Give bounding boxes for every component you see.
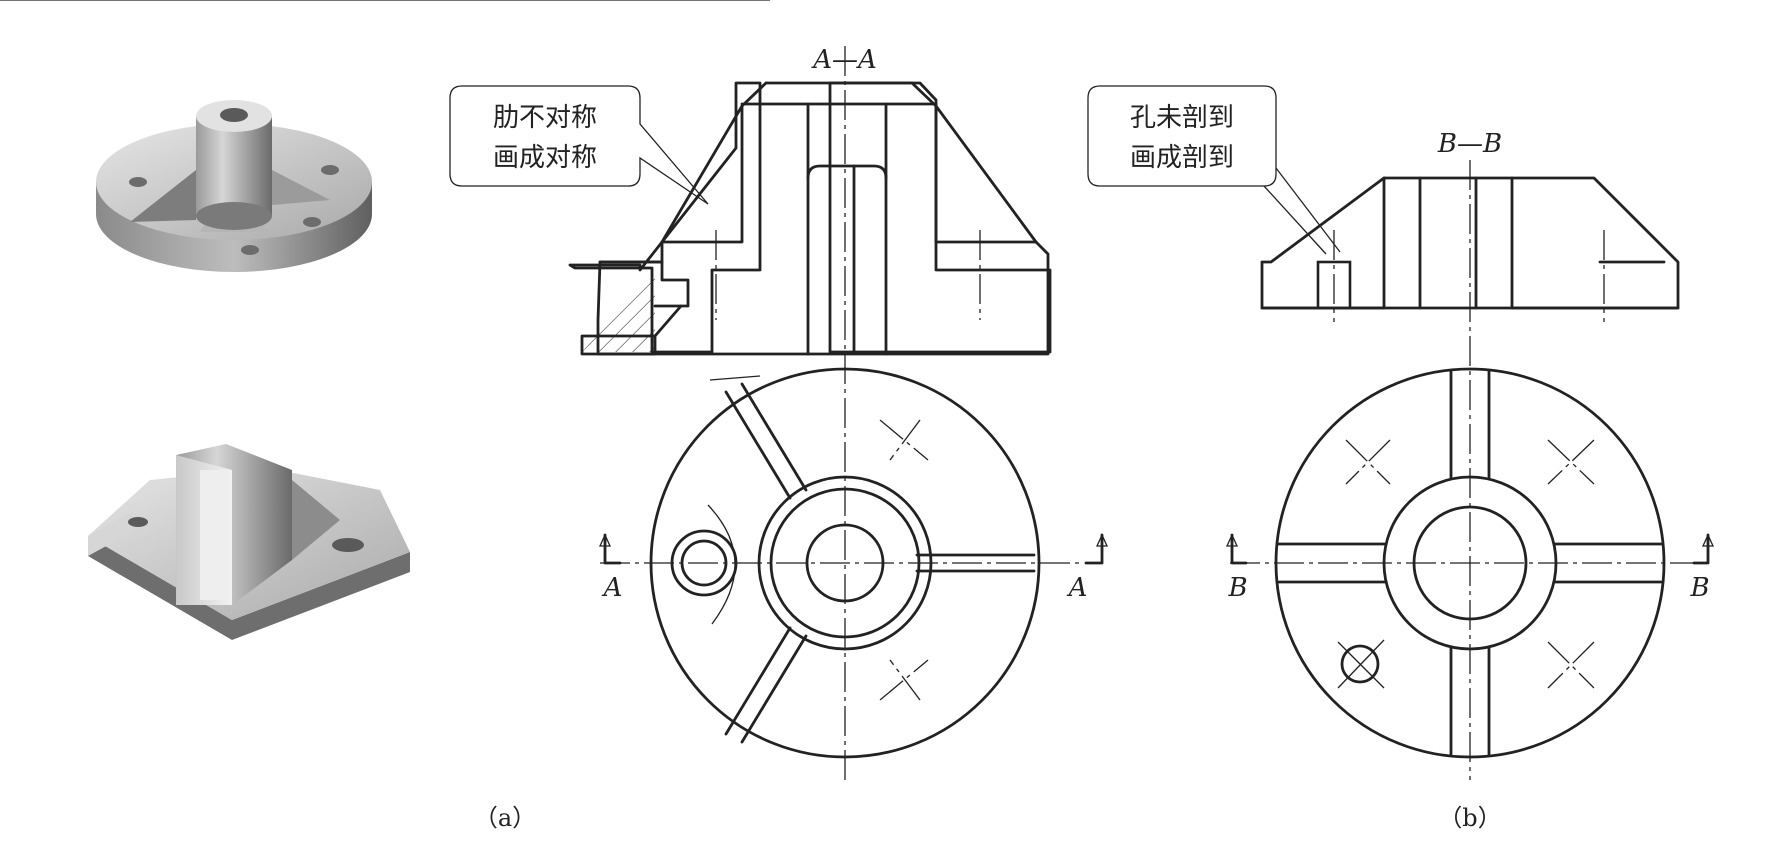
callout-b: 孔未剖到 画成剖到 bbox=[1087, 85, 1341, 255]
caption-a: （a） bbox=[474, 804, 536, 832]
callout-b-line2: 画成剖到 bbox=[1130, 143, 1234, 173]
callout-b-line1: 孔未剖到 bbox=[1130, 103, 1234, 133]
section-a-letter-right: A bbox=[1067, 573, 1088, 603]
section-a-top-view bbox=[0, 0, 1109, 780]
callout-a-line1: 肋不对称 bbox=[493, 103, 597, 133]
isometric-render-full bbox=[96, 100, 372, 272]
caption-b: （b） bbox=[1438, 804, 1501, 832]
isometric-render-section bbox=[88, 444, 410, 640]
section-b-title: B—B bbox=[1437, 129, 1502, 159]
callout-a: 肋不对称 画成对称 bbox=[449, 85, 709, 205]
callout-a-line2: 画成对称 bbox=[493, 143, 597, 173]
section-a-title: A—A bbox=[811, 45, 877, 75]
section-b-top-view bbox=[1225, 160, 1715, 780]
section-b-letter-right: B bbox=[1689, 573, 1709, 603]
section-a-front-view bbox=[568, 81, 1052, 356]
section-b-letter-left: B bbox=[1227, 573, 1247, 603]
section-a-letter-left: A bbox=[602, 573, 623, 603]
